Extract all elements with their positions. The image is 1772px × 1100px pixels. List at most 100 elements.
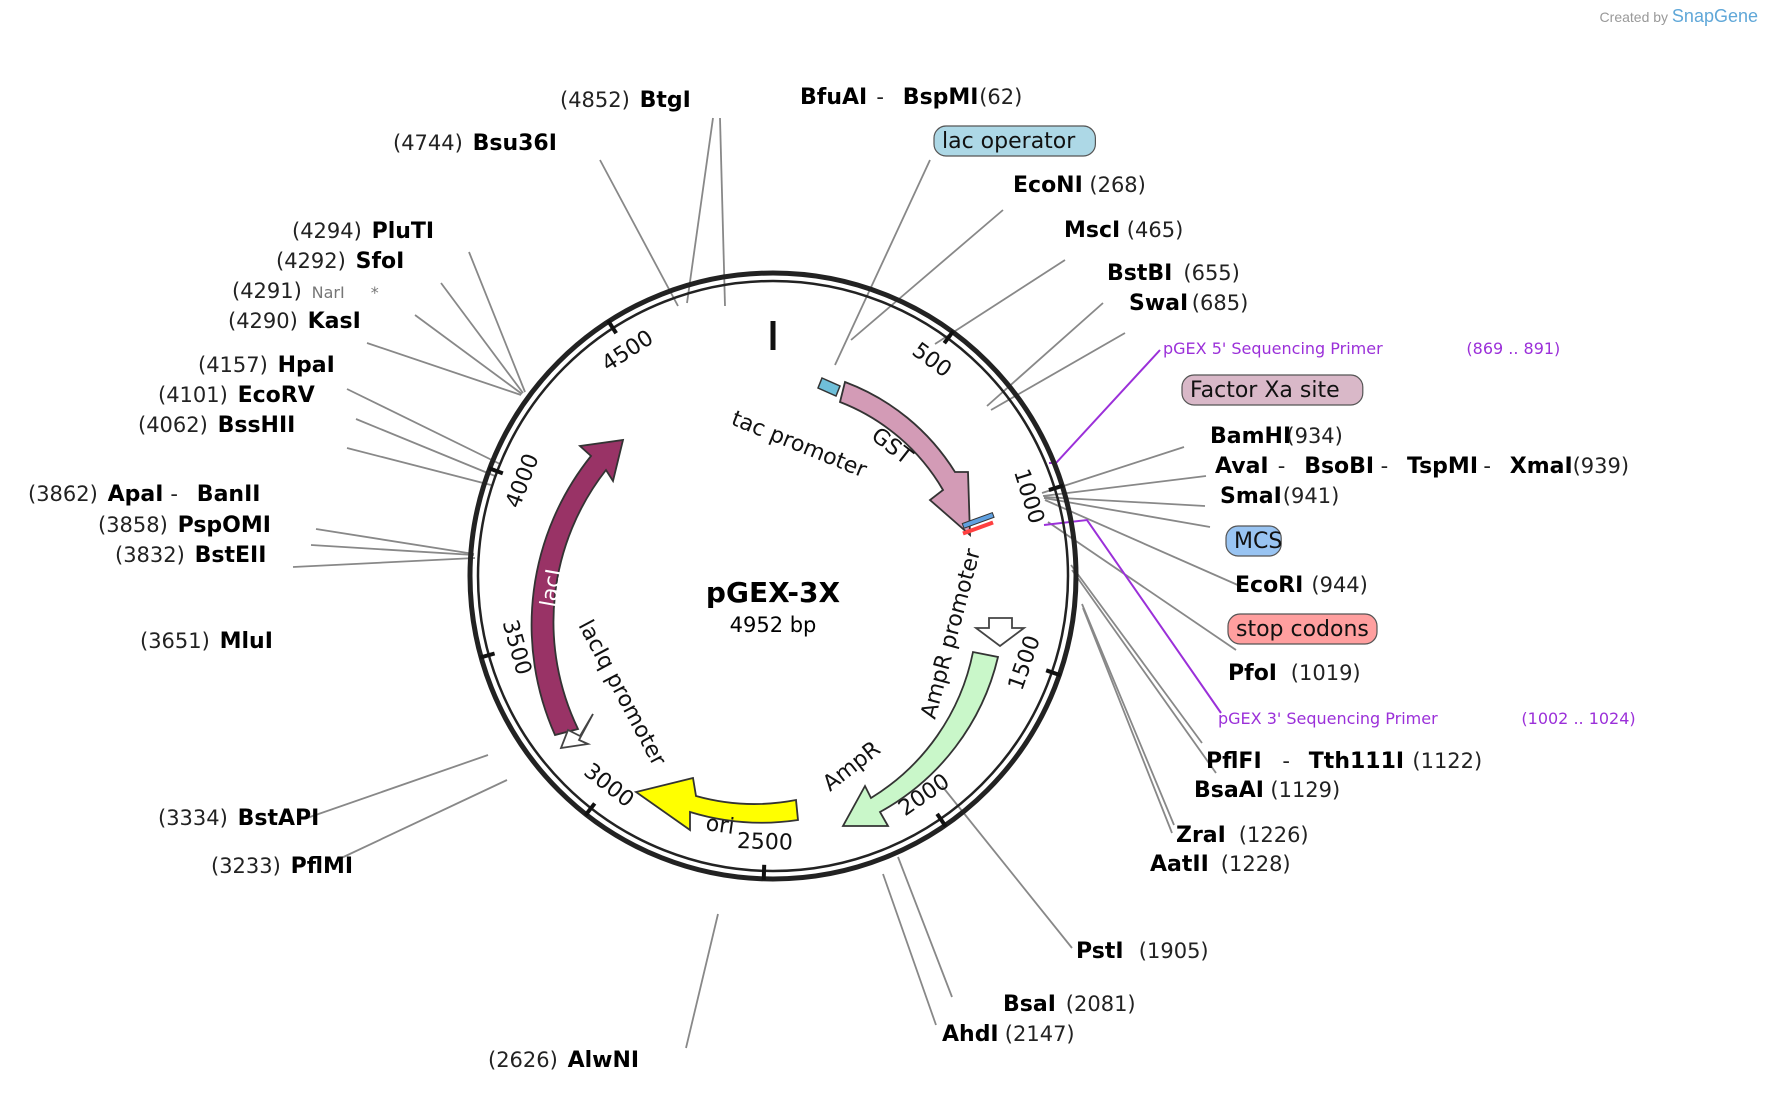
site-position: (4294) (292, 219, 362, 243)
site-position: (1122) (1412, 749, 1482, 773)
site-label-bsteii: (3832) BstEII (115, 543, 266, 568)
enzyme-name: HpaI (278, 353, 335, 378)
enzyme-name: PluTI (372, 219, 435, 244)
enzyme-name: AlwNI (568, 1048, 640, 1073)
enzyme-name: BanII (197, 482, 261, 507)
site-label-msci: MscI (465) (1064, 218, 1183, 243)
site-position: (3651) (140, 629, 210, 653)
site-label-bsai: BsaI(2081) (1003, 992, 1136, 1017)
feature-pill-text: lac operator (942, 129, 1076, 154)
site-position: (2626) (488, 1048, 558, 1072)
enzyme-name: EcoRV (238, 383, 315, 408)
enzyme-name: (1002 .. 1024) (1521, 709, 1635, 728)
site-label-bsshii: (4062) BssHII (138, 413, 295, 438)
site-position: (3233) (211, 854, 281, 878)
enzyme-name: XmaI (1510, 454, 1573, 479)
tick-mark (583, 802, 597, 817)
site-position: (941) (1283, 484, 1339, 508)
laci-label: lacI (536, 567, 567, 609)
feature-pill-text: stop codons (1236, 617, 1369, 642)
enzyme-name: BssHII (218, 413, 296, 438)
enzyme-name: BstAPI (238, 806, 320, 831)
site-label-bamhi: BamHI(934) (1210, 424, 1343, 449)
plasmid-size: 4952 bp (730, 613, 817, 637)
feature-pill (1227, 613, 1378, 645)
site-position: (465) (1127, 218, 1183, 242)
laciq-promoter-label: lacIq promoter (573, 616, 671, 771)
site-position: (655) (1183, 261, 1239, 285)
enzyme-name: KasI (308, 309, 361, 334)
gst-arrow (838, 380, 971, 538)
enzyme-name: PflFI (1206, 749, 1262, 774)
site-label-stop: stop codons (1227, 613, 1378, 645)
ampr-promoter-arrow (973, 617, 1027, 648)
site-label-bfuai: BfuAI-BspMI(62) (800, 85, 1022, 110)
tac-promoter-marker (817, 376, 841, 398)
enzyme-name: BsaAI (1194, 778, 1264, 803)
enzyme-name: BfuAI (800, 85, 867, 110)
site-position: - (1381, 454, 1389, 478)
enzyme-name: SmaI (1220, 484, 1282, 509)
backbone-outer (467, 270, 1079, 882)
site-label-avai: AvaI-BsoBI-TspMI-XmaI(939) (1215, 454, 1629, 479)
site-position: (4157) (198, 353, 268, 377)
tick-mark (479, 651, 496, 660)
enzyme-name: SfoI (356, 249, 405, 274)
site-position: (3832) (115, 543, 185, 567)
site-label-swai: SwaI(685) (1129, 291, 1248, 316)
site-position: (4062) (138, 413, 208, 437)
site-label-zrai: ZraI(1226) (1176, 823, 1309, 848)
ori-arrow (633, 776, 799, 832)
feature-pill-text: Factor Xa site (1190, 378, 1340, 403)
feature-pill-text: MCS (1234, 529, 1282, 554)
site-label-econi: EcoNI(268) (1013, 173, 1146, 198)
site-label-sfoi: (4292)SfoI (276, 249, 404, 274)
enzyme-name: AvaI (1215, 454, 1269, 479)
site-label-plutI: (4294) PluTI (292, 219, 434, 244)
enzyme-name: BstEII (195, 543, 267, 568)
tac-promoter-label: tac promoter (728, 406, 871, 483)
leader-lines (292, 117, 1241, 1049)
site-label-pflfi: PflFI-Tth111I(1122) (1206, 749, 1482, 774)
tick-label: 3500 (497, 617, 536, 678)
site-label-bstapi: (3334)BstAPI (158, 806, 319, 831)
site-label-bsu36i: (4744)Bsu36I (393, 131, 557, 156)
site-label-mcs: MCS (1225, 525, 1282, 557)
enzyme-name: BspMI (903, 85, 979, 110)
site-position: (3862) (28, 482, 98, 506)
credit-brand: SnapGene (1671, 6, 1758, 26)
site-label-pfoi: PfoI(1019) (1228, 661, 1361, 686)
mcs-marker (961, 512, 995, 529)
tick-label: 2500 (737, 829, 794, 856)
enzyme-name: * (371, 283, 379, 302)
credit-prefix: Created by (1599, 9, 1669, 25)
site-position: (62) (979, 85, 1022, 109)
enzyme-name: Bsu36I (473, 131, 557, 156)
site-label-p3: pGEX 3' Sequencing Primer(1002 .. 1024) (1218, 709, 1636, 728)
site-label-aatii: AatII(1228) (1150, 852, 1291, 877)
site-label-lacop: lac operator (933, 125, 1096, 157)
site-position: (2081) (1066, 992, 1136, 1016)
site-position: (1226) (1239, 823, 1309, 847)
ampr-arrow (841, 650, 1000, 827)
site-label-hpai: (4157) HpaI (198, 353, 335, 378)
site-position: (939) (1573, 454, 1629, 478)
site-position: (268) (1089, 173, 1145, 197)
site-position: (4291) (232, 279, 302, 303)
enzyme-name: MscI (1064, 218, 1120, 243)
site-label-alwni: (2626) AlwNI (488, 1048, 639, 1073)
site-position: (4290) (228, 309, 298, 333)
tick-label: 500 (907, 338, 956, 383)
site-position: (944) (1311, 573, 1367, 597)
enzyme-name: BamHI (1210, 424, 1291, 449)
site-label-ahdi: AhdI(2147) (942, 1022, 1075, 1047)
site-label-bstbi: BstBI(655) (1107, 261, 1240, 286)
snapgene-credit: Created by SnapGene (1600, 6, 1758, 27)
site-label-xa: Factor Xa site (1181, 374, 1364, 406)
site-label-kasi: (4290) KasI (228, 309, 361, 334)
enzyme-name: PstI (1076, 939, 1124, 964)
enzyme-name: PspOMI (178, 513, 271, 538)
enzyme-name: BsoBI (1304, 454, 1374, 479)
